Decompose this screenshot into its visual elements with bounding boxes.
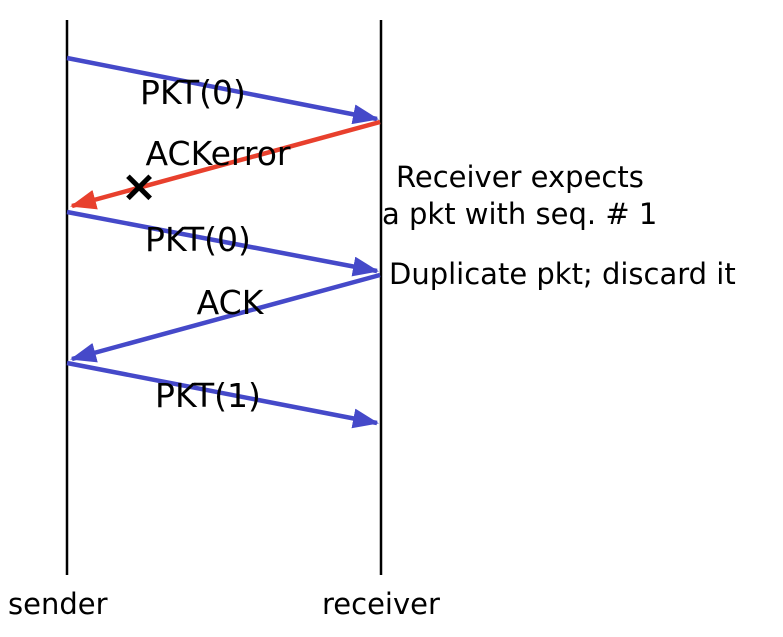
pkt0-first-arrow bbox=[66, 55, 379, 125]
ack-label: ACK bbox=[197, 283, 265, 322]
pkt0-retransmit-arrow bbox=[66, 209, 379, 277]
receiver-label: receiver bbox=[322, 587, 440, 621]
ack-error-arrow bbox=[70, 119, 381, 210]
receiver-expects-note-line1: Receiver expects bbox=[396, 160, 644, 194]
duplicate-pkt-note: Duplicate pkt; discard it bbox=[389, 257, 736, 291]
ack-arrow bbox=[70, 272, 381, 363]
receiver-expects-note-line2: a pkt with seq. # 1 bbox=[382, 197, 657, 231]
sender-label: sender bbox=[8, 587, 108, 621]
pkt1-arrow bbox=[66, 360, 379, 429]
pkt0-retransmit-label: PKT(0) bbox=[145, 220, 251, 259]
pkt1-label: PKT(1) bbox=[155, 376, 261, 415]
ack-error-label: ACKerror bbox=[146, 134, 291, 173]
loss-mark: × bbox=[121, 161, 158, 212]
pkt0-first-label: PKT(0) bbox=[140, 73, 246, 112]
